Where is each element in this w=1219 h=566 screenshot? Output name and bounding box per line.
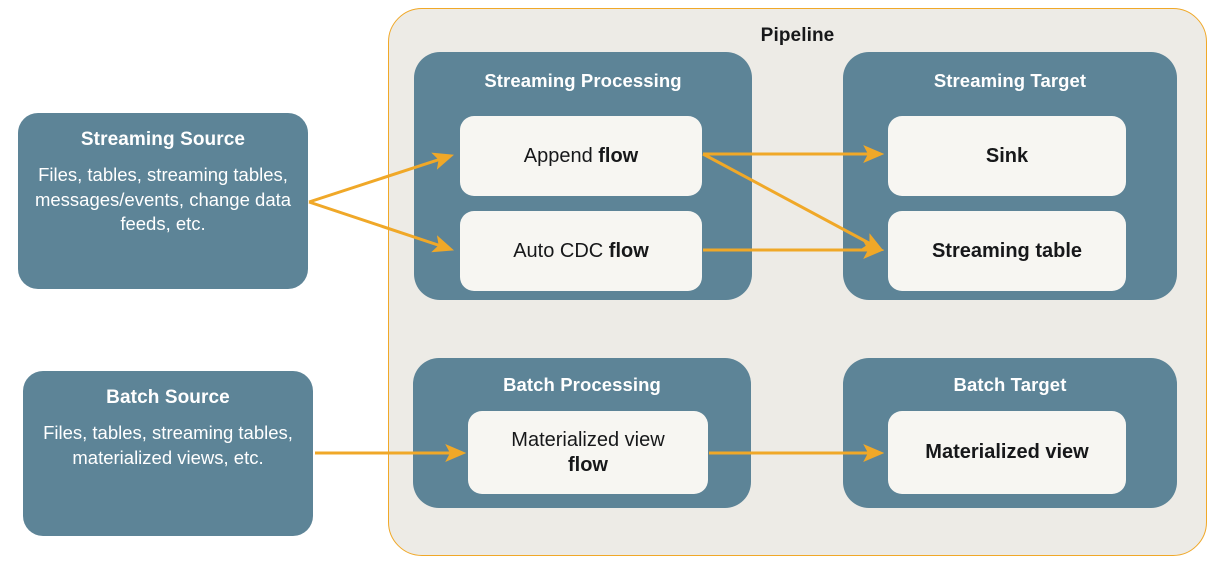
card-streaming-table-label: Streaming table [931,239,1083,262]
card-append-flow-label: Append flow [523,144,639,167]
pipeline-title: Pipeline [760,25,835,46]
group-batch-target-title: Batch Target [953,374,1067,395]
source-batch: Batch Source Files, tables, streaming ta… [23,371,313,536]
card-materialized-view-target-label: Materialized view [925,441,1089,464]
card-materialized-view-target[interactable]: Materialized view [888,411,1126,494]
card-auto-cdc-flow-label: Auto CDC flow [513,239,649,262]
source-streaming: Streaming Source Files, tables, streamin… [18,113,308,289]
group-batch-processing-title: Batch Processing [503,374,661,395]
card-auto-cdc-flow[interactable]: Auto CDC flow [460,211,702,291]
source-streaming-description: Files, tables, streaming tables, message… [34,164,292,235]
card-sink-label: Sink [985,144,1029,167]
card-sink[interactable]: Sink [888,116,1126,196]
group-streaming-processing-title: Streaming Processing [484,70,682,91]
card-append-flow[interactable]: Append flow [460,116,702,196]
source-streaming-title: Streaming Source [80,129,246,150]
card-streaming-table[interactable]: Streaming table [888,211,1126,291]
source-batch-description: Files, tables, streaming tables, materia… [43,422,293,468]
source-batch-title: Batch Source [106,387,230,408]
group-streaming-target-title: Streaming Target [933,70,1087,91]
